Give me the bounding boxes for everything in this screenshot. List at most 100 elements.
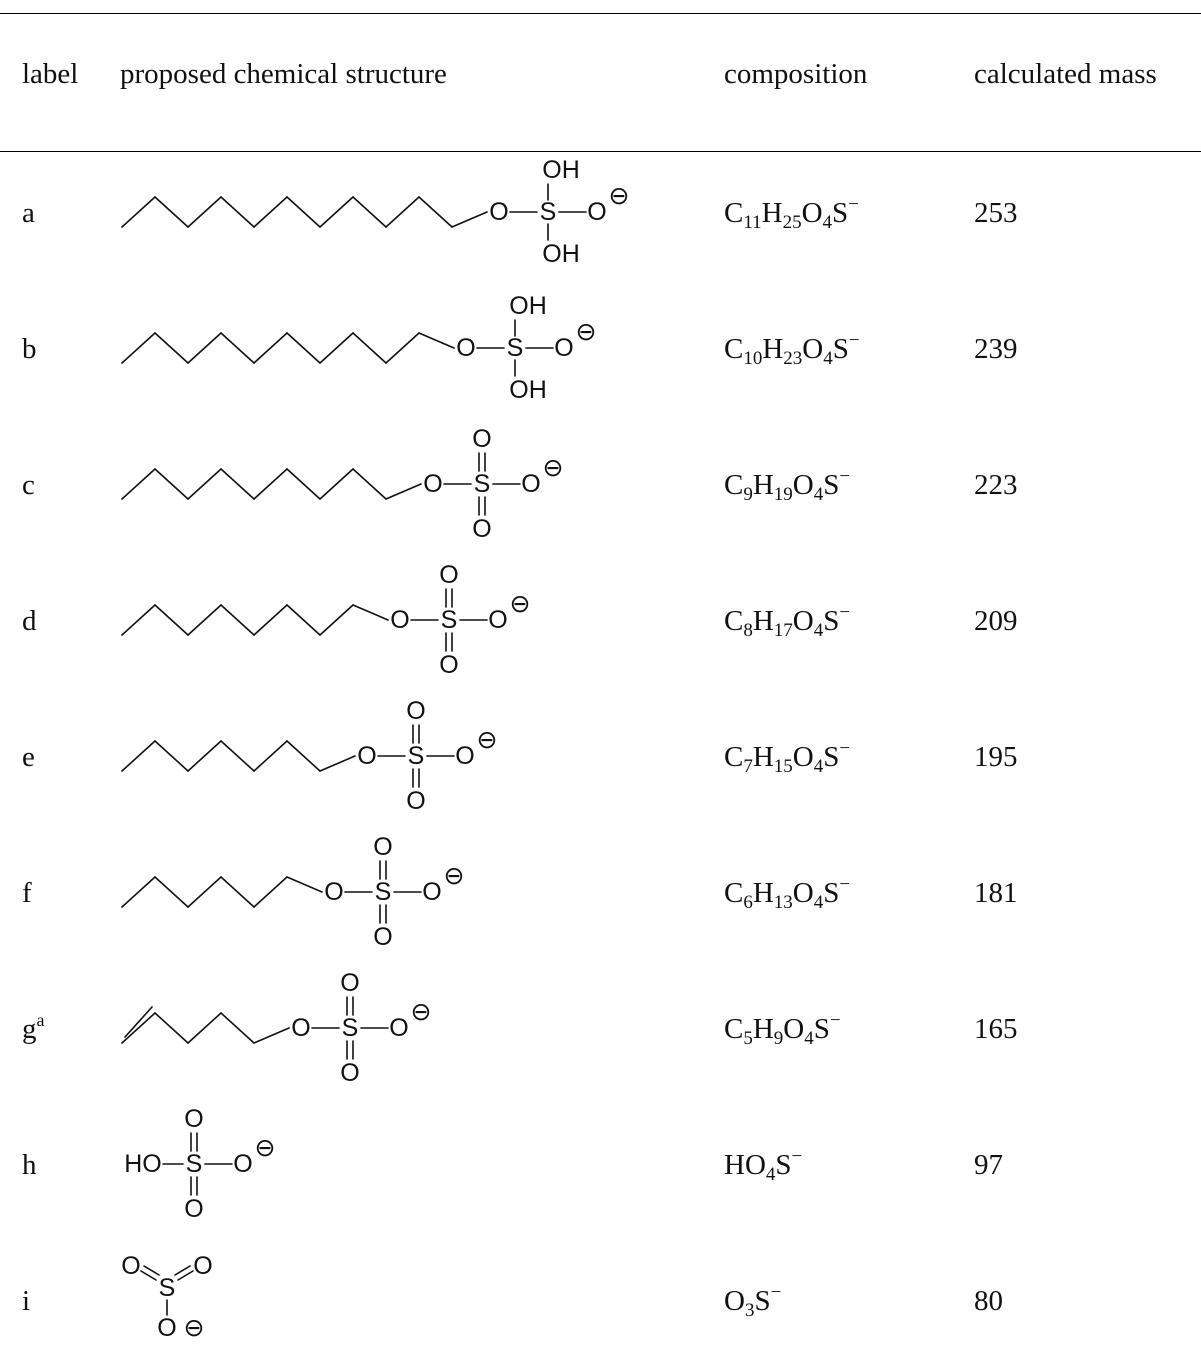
element-symbol: S — [754, 1285, 771, 1317]
oxo-bottom-atom: O — [184, 1195, 203, 1223]
element-count: 8 — [743, 620, 753, 641]
composition-formula: C5H9O4S− — [724, 1011, 841, 1048]
element-symbol: H — [752, 605, 774, 637]
carbon-chain-bond — [220, 1012, 255, 1044]
c-o-bond — [352, 604, 389, 621]
anionic-oxygen-atom: O — [157, 1314, 176, 1342]
ion-charge: − — [839, 466, 851, 487]
carbon-chain-bond — [154, 332, 189, 364]
carbon-chain-bond — [319, 196, 354, 228]
element-count: 15 — [773, 756, 793, 777]
calculated-mass: 181 — [974, 877, 1018, 909]
anionic-oxygen-atom: O — [422, 878, 441, 906]
c-o-bond — [418, 332, 455, 349]
carbon-chain-bond — [187, 604, 222, 636]
row-label-text: c — [22, 469, 35, 501]
ester-oxygen-atom: O — [456, 334, 475, 362]
hydroxyl-group: HO — [124, 1150, 162, 1178]
carbon-chain-bond — [187, 1012, 222, 1044]
top-rule — [0, 13, 1201, 14]
carbon-chain-bond — [352, 332, 387, 364]
composition-formula: C8H17O4S− — [724, 603, 850, 640]
carbon-chain-bond — [154, 1012, 189, 1044]
element-count: 4 — [813, 484, 824, 505]
oxo-left-atom: O — [121, 1252, 140, 1280]
element-symbol: H — [762, 333, 784, 365]
element-symbol: C — [724, 333, 744, 365]
row-label: e — [22, 743, 35, 772]
element-count: 11 — [743, 212, 762, 233]
element-count: 4 — [822, 212, 833, 233]
s-o-double-bond — [177, 1270, 194, 1281]
hydroxyl-bottom: OH — [542, 240, 580, 268]
element-count: 10 — [743, 348, 763, 369]
element-count: 4 — [804, 1028, 814, 1049]
sulfur-atom: S — [186, 1150, 203, 1178]
carbon-chain-bond — [121, 196, 156, 228]
ion-charge: − — [839, 738, 851, 759]
element-symbol: C — [724, 469, 744, 501]
carbon-chain-bond — [286, 604, 321, 636]
element-count: 13 — [773, 892, 793, 913]
element-symbol: C — [724, 197, 744, 229]
element-count: 4 — [823, 348, 833, 369]
element-symbol: S — [813, 1013, 830, 1045]
carbon-chain-bond — [286, 740, 321, 772]
row-label-text: h — [22, 1149, 37, 1181]
carbon-chain-bond — [352, 468, 387, 500]
ion-charge: − — [770, 1282, 782, 1303]
element-symbol: H — [752, 469, 774, 501]
sulfur-atom: S — [474, 470, 491, 498]
oxo-bottom-atom: O — [439, 651, 458, 679]
carbon-chain-bond — [187, 876, 222, 908]
sulfur-atom: S — [507, 334, 524, 362]
calculated-mass: 97 — [974, 1149, 1003, 1181]
element-symbol: S — [775, 1149, 792, 1181]
negative-charge-symbol: ⊖ — [411, 998, 432, 1026]
header-structure: proposed chemical structure — [120, 58, 447, 90]
row-label-text: f — [22, 877, 32, 909]
anionic-oxygen-atom: O — [488, 606, 507, 634]
carbon-chain-bond — [253, 876, 288, 908]
s-o-double-bond — [143, 1265, 160, 1276]
carbon-chain-bond — [220, 740, 255, 772]
element-symbol: HO — [724, 1149, 766, 1181]
sulfur-atom: S — [540, 198, 557, 226]
element-symbol: H — [761, 197, 783, 229]
carbon-chain-bond — [253, 332, 288, 364]
carbon-chain-bond — [319, 332, 354, 364]
s-o-double-bond — [174, 1265, 191, 1276]
sulfur-atom: S — [159, 1274, 176, 1302]
carbon-chain-bond — [154, 876, 189, 908]
s-o-double-bond — [140, 1270, 157, 1281]
composition-formula: C6H13O4S− — [724, 875, 850, 912]
carbon-chain-bond — [385, 196, 420, 228]
carbon-chain-bond — [121, 332, 156, 364]
carbon-chain-bond — [187, 196, 222, 228]
carbon-chain-bond — [121, 468, 156, 500]
carbon-chain-bond — [187, 332, 222, 364]
negative-charge-symbol: ⊖ — [510, 590, 531, 618]
hydroxyl-top: OH — [509, 292, 547, 320]
c-o-bond — [319, 755, 356, 772]
element-count: 5 — [743, 1028, 753, 1049]
row-label-text: i — [22, 1285, 31, 1317]
row-label: ga — [22, 1011, 45, 1044]
carbon-chain-bond — [286, 468, 321, 500]
oxo-right-atom: O — [193, 1252, 212, 1280]
row-label: f — [22, 879, 32, 908]
negative-charge-symbol: ⊖ — [543, 454, 564, 482]
ion-charge: − — [839, 874, 851, 895]
negative-charge-symbol: ⊖ — [576, 318, 597, 346]
element-count: 7 — [743, 756, 753, 777]
carbon-chain-bond — [253, 468, 288, 500]
element-count: 9 — [743, 484, 753, 505]
element-symbol: O — [802, 333, 824, 365]
element-symbol: H — [752, 741, 774, 773]
row-label-text: b — [22, 333, 37, 365]
footnote-marker: a — [36, 1010, 45, 1030]
